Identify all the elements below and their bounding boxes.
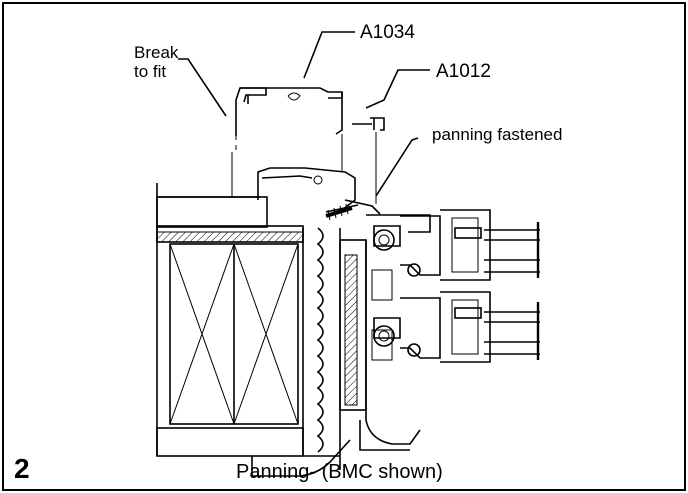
panning-head-profile (257, 167, 381, 215)
panning-a1012 (352, 117, 385, 131)
leader-lines (178, 31, 430, 197)
figure-number: 2 (14, 453, 30, 484)
alignment-lines (231, 132, 377, 204)
label-a1034: A1034 (360, 22, 415, 43)
sash-upper (373, 209, 540, 281)
sash-lower (373, 291, 540, 363)
label-a1012: A1012 (436, 61, 491, 82)
window-frame (339, 214, 431, 451)
label-panning-fastened: panning fastened (432, 125, 562, 144)
wall-framing (156, 183, 304, 457)
insulation (302, 227, 341, 470)
interior-trim (251, 439, 351, 477)
fastener (325, 203, 353, 221)
figure-caption: Panning- (BMC shown) (236, 461, 443, 483)
panning-a1034 (235, 87, 343, 150)
label-break: Break (134, 43, 179, 62)
label-to-fit: to fit (134, 62, 166, 81)
